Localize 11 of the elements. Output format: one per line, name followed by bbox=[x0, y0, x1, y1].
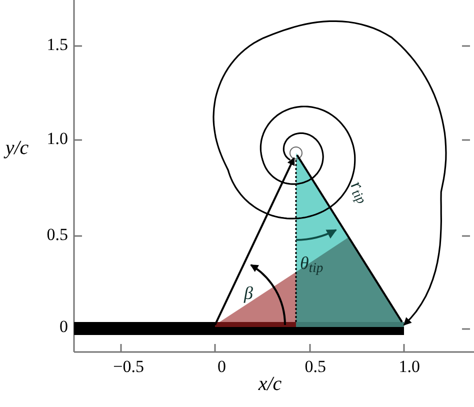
tick-label: 0.5 bbox=[46, 226, 68, 243]
tick-label: 1.0 bbox=[398, 358, 420, 375]
tick-label: 1.5 bbox=[46, 36, 68, 53]
tick-label: 0 bbox=[58, 318, 68, 335]
tick-label: 0.5 bbox=[304, 358, 326, 375]
tick-label: 0 bbox=[216, 358, 226, 375]
axis-label: y/c bbox=[2, 138, 30, 158]
tick-label: 1.0 bbox=[46, 130, 68, 147]
tick-label: −0.5 bbox=[112, 358, 144, 375]
axis-label: x/c bbox=[257, 374, 283, 394]
angle-label: β bbox=[244, 284, 254, 302]
